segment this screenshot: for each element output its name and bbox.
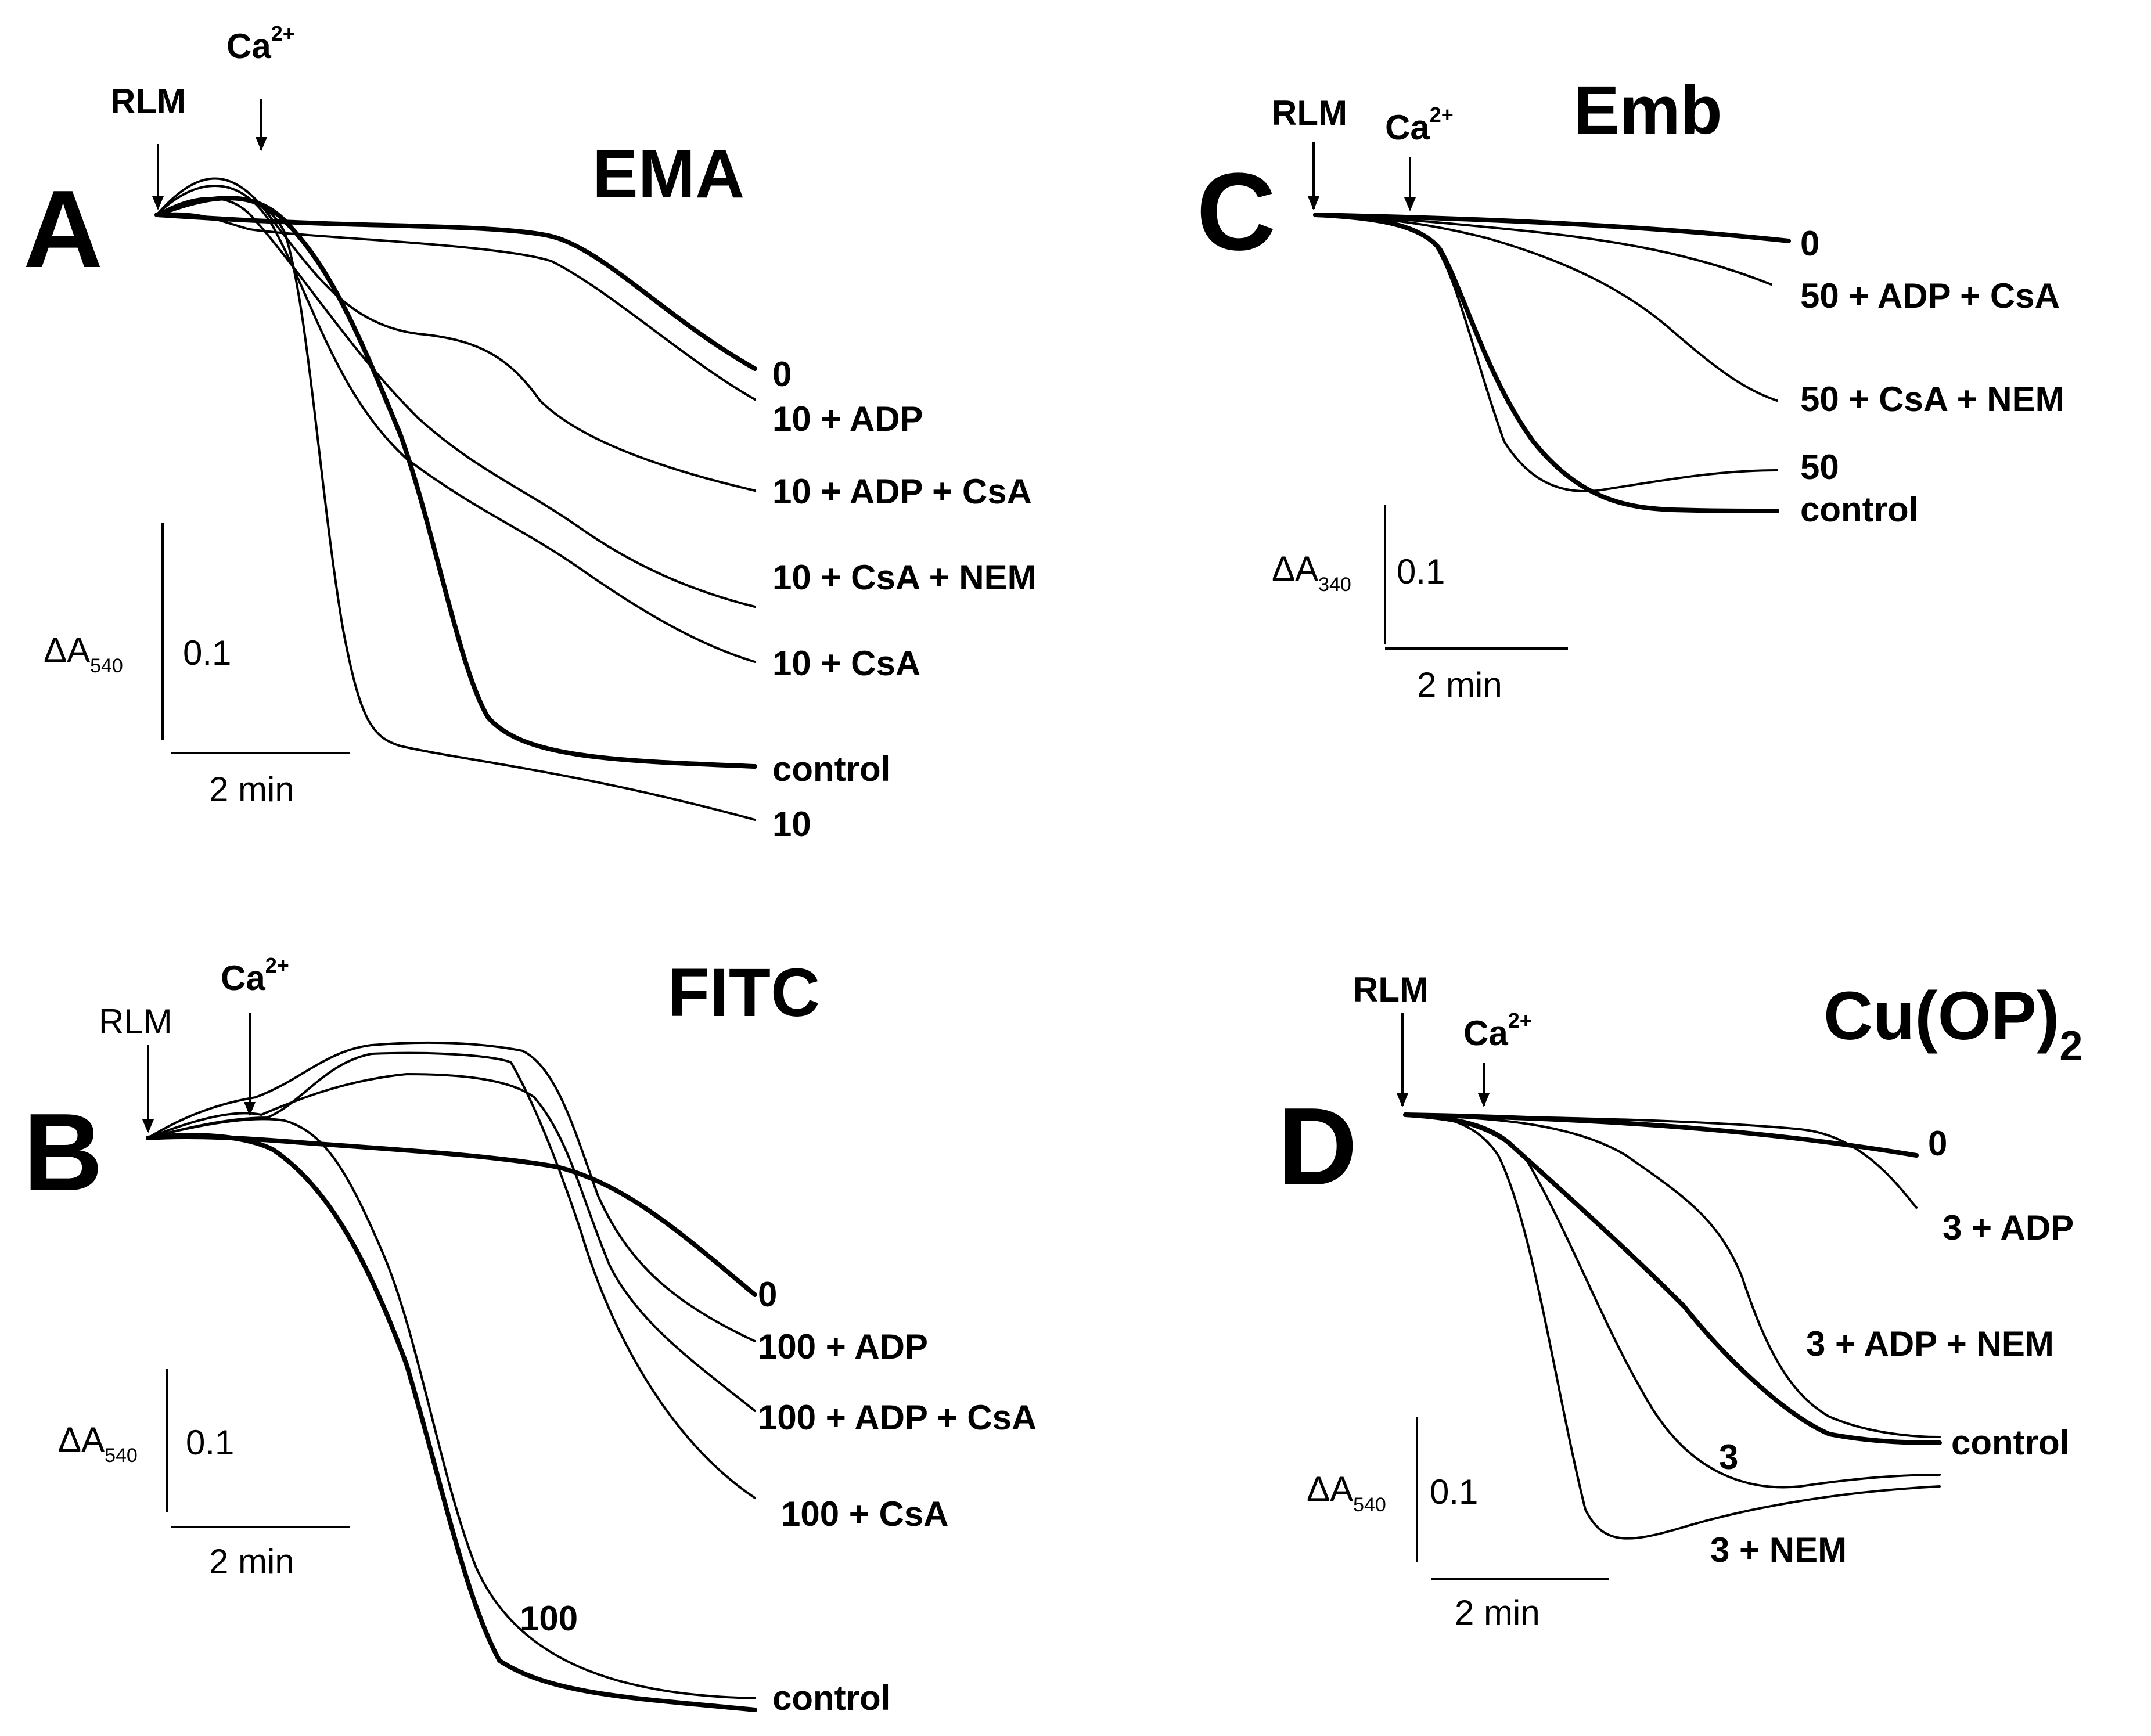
panel-a-title: EMA [592,136,744,213]
panel-d-label-3-adp: 3 + ADP [1943,1208,2074,1247]
panel-a-label-10: 10 [772,805,811,844]
panel-a-ca-label: Ca2+ [226,21,295,66]
panel-a-label-10-adp: 10 + ADP [772,399,923,438]
panel-a-label-0: 0 [772,355,792,394]
panel-d-y-scale-label: ΔA540 [1307,1470,1386,1516]
panel-a-y-scale-value: 0.1 [183,633,231,672]
panel-d-rlm-label: RLM [1353,970,1429,1009]
panel-b-label-100-adp-csa: 100 + ADP + CsA [758,1398,1037,1437]
panel-d-trace-3-adp-nem [1404,1114,1941,1438]
panel-a-trace-10-csa-nem [156,197,756,608]
panel-c-x-scale-value: 2 min [1417,665,1502,704]
panel-b-x-scale-value: 2 min [209,1542,294,1581]
panel-a-letter: A [23,168,103,291]
panel-a-trace-10-adp-csa [156,177,756,492]
panel-a: A EMA RLM Ca2+ 0 10 + ADP 10 + ADP + CsA… [23,21,1037,844]
panel-c-ca-label: Ca2+ [1385,103,1454,147]
panel-b-rlm-arrowhead [142,1119,154,1133]
panel-c-trace-control [1313,213,1779,513]
panel-a-rlm-arrowhead [152,196,164,210]
panel-d-trace-3 [1404,1114,1941,1489]
panel-b-ca-label: Ca2+ [221,953,289,997]
panel-a-trace-0 [154,213,757,371]
panel-a-rlm-label: RLM [110,82,186,121]
panel-d-trace-control [1403,1112,1942,1445]
panel-b: B FITC RLM Ca2+ 0 100 + ADP 100 + ADP + … [23,953,1037,1717]
panel-b-trace-100 [147,1118,756,1699]
panel-d-trace-3-adp [1404,1114,1918,1209]
panel-b-label-100: 100 [520,1599,578,1638]
panel-b-y-scale-label: ΔA540 [58,1420,138,1467]
panel-d-title: Cu(OP)2 [1823,978,2082,1069]
panel-c-y-scale-value: 0.1 [1397,552,1445,591]
panel-b-label-100-adp: 100 + ADP [758,1327,928,1366]
panel-c-label-50-csa-nem: 50 + CsA + NEM [1800,380,2064,419]
panel-c-label-control: control [1800,490,1918,529]
panel-c-trace-50-csa-nem [1314,214,1778,402]
panel-c-label-0: 0 [1800,224,1819,263]
panel-b-rlm-label: RLM [99,1002,172,1041]
panel-b-ca-arrowhead [244,1102,256,1116]
panel-d-label-3: 3 [1719,1438,1738,1476]
panel-a-ca-arrowhead [256,137,267,151]
panel-d-label-3-adp-nem: 3 + ADP + NEM [1806,1324,2054,1363]
panel-a-trace-control [154,196,757,769]
panel-d-label-0: 0 [1928,1124,1947,1163]
panel-c-letter: C [1196,150,1276,273]
panel-a-label-10-csa: 10 + CsA [772,644,920,683]
panel-b-trace-100-adp-csa [147,1073,756,1412]
panel-d: D Cu(OP)2 RLM Ca2+ 0 3 + ADP 3 + ADP + N… [1278,970,2082,1632]
panel-b-trace-0 [146,1134,757,1297]
panel-d-letter: D [1278,1085,1357,1208]
panel-a-label-10-csa-nem: 10 + CsA + NEM [772,558,1037,597]
panel-a-x-scale-value: 2 min [209,770,294,809]
panel-a-trace-10-csa [156,185,756,663]
panel-a-label-control: control [772,750,890,788]
panel-b-letter: B [23,1091,103,1214]
panel-c-trace-0 [1313,213,1791,243]
panel-d-x-scale-value: 2 min [1455,1593,1540,1632]
panel-c-rlm-label: RLM [1272,93,1347,132]
panel-c-label-50-adp-csa: 50 + ADP + CsA [1800,276,2060,315]
panel-c-trace-50 [1314,214,1778,493]
panel-b-title: FITC [668,955,820,1031]
panel-d-label-3-nem: 3 + NEM [1710,1530,1847,1569]
panel-d-label-control: control [1951,1423,2069,1462]
panel-c-trace-50-adp-csa [1314,214,1772,286]
panel-b-y-scale-value: 0.1 [186,1423,234,1462]
panel-a-y-scale-label: ΔA540 [44,631,123,677]
panel-d-y-scale-value: 0.1 [1430,1472,1478,1511]
panel-b-label-control: control [772,1679,890,1717]
panel-c-ca-arrowhead [1404,197,1416,211]
panel-d-trace-3-nem [1404,1114,1941,1540]
panel-a-label-10-adp-csa: 10 + ADP + CsA [772,472,1032,511]
panel-d-ca-label: Ca2+ [1463,1009,1532,1053]
panel-d-ca-arrowhead [1478,1093,1490,1107]
panel-b-label-100-csa: 100 + CsA [781,1494,949,1533]
panel-c-title: Emb [1574,72,1722,149]
panel-b-label-0: 0 [758,1275,777,1314]
panel-c-y-scale-label: ΔA340 [1272,549,1351,596]
panel-c-rlm-arrowhead [1308,196,1319,210]
panel-d-rlm-arrowhead [1397,1093,1408,1107]
panel-b-trace-100-adp [147,1041,756,1342]
panel-b-trace-100-csa [147,1051,756,1499]
panel-c: C Emb RLM Ca2+ 0 50 + ADP + CsA 50 + CsA… [1196,72,2064,704]
panel-c-label-50: 50 [1800,448,1839,487]
panel-a-trace-10 [156,196,756,821]
panel-a-trace-10-adp [156,212,756,401]
panel-b-trace-control [146,1133,757,1712]
